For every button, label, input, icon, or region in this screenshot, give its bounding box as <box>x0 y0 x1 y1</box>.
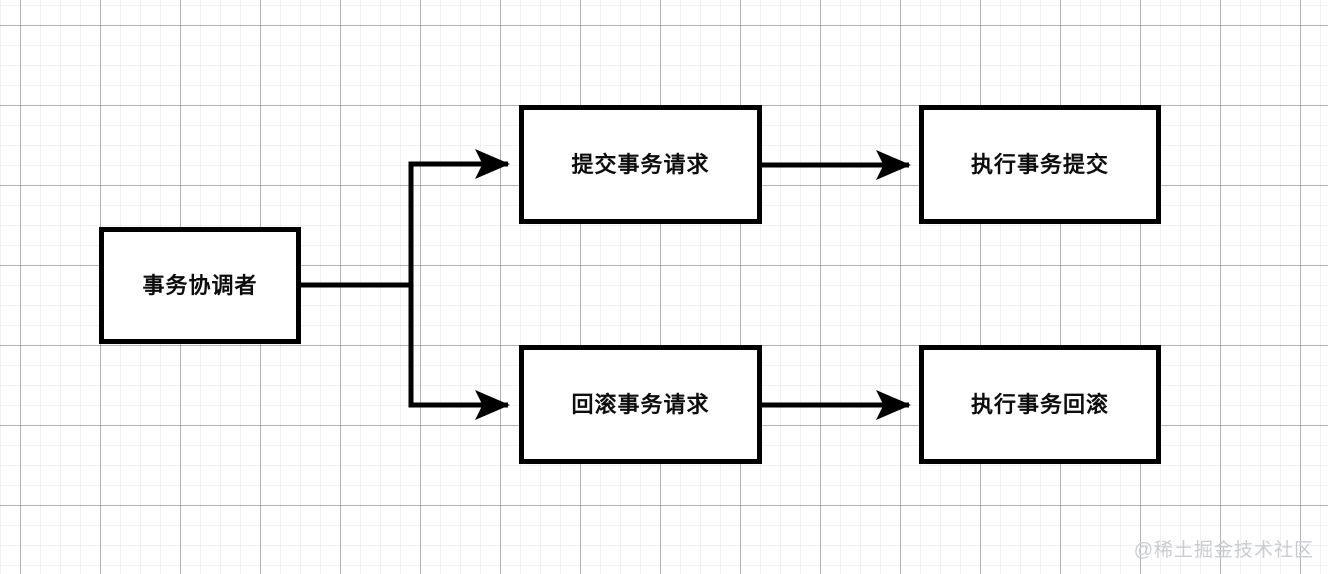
node-do-commit[interactable]: 执行事务提交 <box>919 105 1161 224</box>
watermark: @稀土掘金技术社区 <box>1133 540 1314 561</box>
node-commit-request-label: 提交事务请求 <box>571 151 710 177</box>
node-coordinator-label: 事务协调者 <box>142 272 258 298</box>
node-rollback-request[interactable]: 回滚事务请求 <box>519 345 762 464</box>
node-do-rollback-label: 执行事务回滚 <box>970 391 1109 417</box>
node-do-commit-label: 执行事务提交 <box>970 151 1109 177</box>
edge-coordinator-split <box>301 164 414 406</box>
node-commit-request[interactable]: 提交事务请求 <box>519 105 762 224</box>
node-do-rollback[interactable]: 执行事务回滚 <box>919 345 1161 464</box>
node-rollback-request-label: 回滚事务请求 <box>571 391 710 417</box>
node-coordinator[interactable]: 事务协调者 <box>99 227 301 344</box>
